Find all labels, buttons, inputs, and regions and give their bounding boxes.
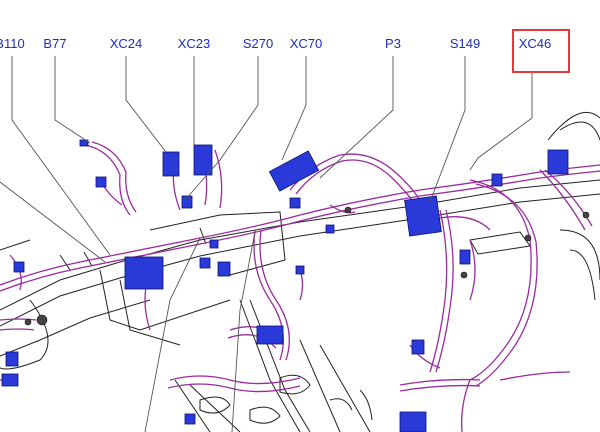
connector-lower-mid xyxy=(256,325,284,345)
connector-left-bottom xyxy=(1,373,19,387)
connector-xc46 xyxy=(547,149,569,175)
fasteners xyxy=(24,206,590,326)
label-b110: B110 xyxy=(0,36,25,51)
connector-mid-right xyxy=(295,265,305,275)
label-s149: S149 xyxy=(449,36,481,51)
label-s270: S270 xyxy=(242,36,274,51)
connector-s270 xyxy=(181,195,193,209)
connector-bottom-right xyxy=(399,411,427,432)
connector-mid-small xyxy=(325,224,335,234)
connector-s149 xyxy=(404,195,442,237)
connector-center-c xyxy=(209,239,219,249)
connectors xyxy=(1,139,569,432)
label-xc46: XC46 xyxy=(518,36,552,51)
connector-b77-end xyxy=(79,139,89,147)
label-xc24: XC24 xyxy=(109,36,143,51)
connector-right-lower xyxy=(411,339,425,355)
connector-left-upper xyxy=(13,261,25,273)
connector-bottom-left xyxy=(184,413,196,425)
connector-center-b xyxy=(217,261,231,277)
label-p3: P3 xyxy=(385,36,401,51)
connector-s149-side xyxy=(491,173,503,187)
dashboard-structure xyxy=(0,111,600,432)
connector-xc23 xyxy=(193,144,213,176)
connector-main-block xyxy=(124,256,164,290)
connector-b77 xyxy=(95,176,107,188)
highlight-box-xc46 xyxy=(512,29,570,73)
label-xc23: XC23 xyxy=(177,36,211,51)
connector-xc70 xyxy=(268,150,320,192)
connector-right-mid xyxy=(459,249,471,265)
connector-xc24 xyxy=(162,151,180,177)
connector-left-lower xyxy=(5,351,19,367)
connector-center-a xyxy=(199,257,211,269)
label-xc70: XC70 xyxy=(289,36,323,51)
label-b77: B77 xyxy=(43,36,67,51)
connector-p3-side xyxy=(289,197,301,209)
leader-lines xyxy=(0,56,533,432)
